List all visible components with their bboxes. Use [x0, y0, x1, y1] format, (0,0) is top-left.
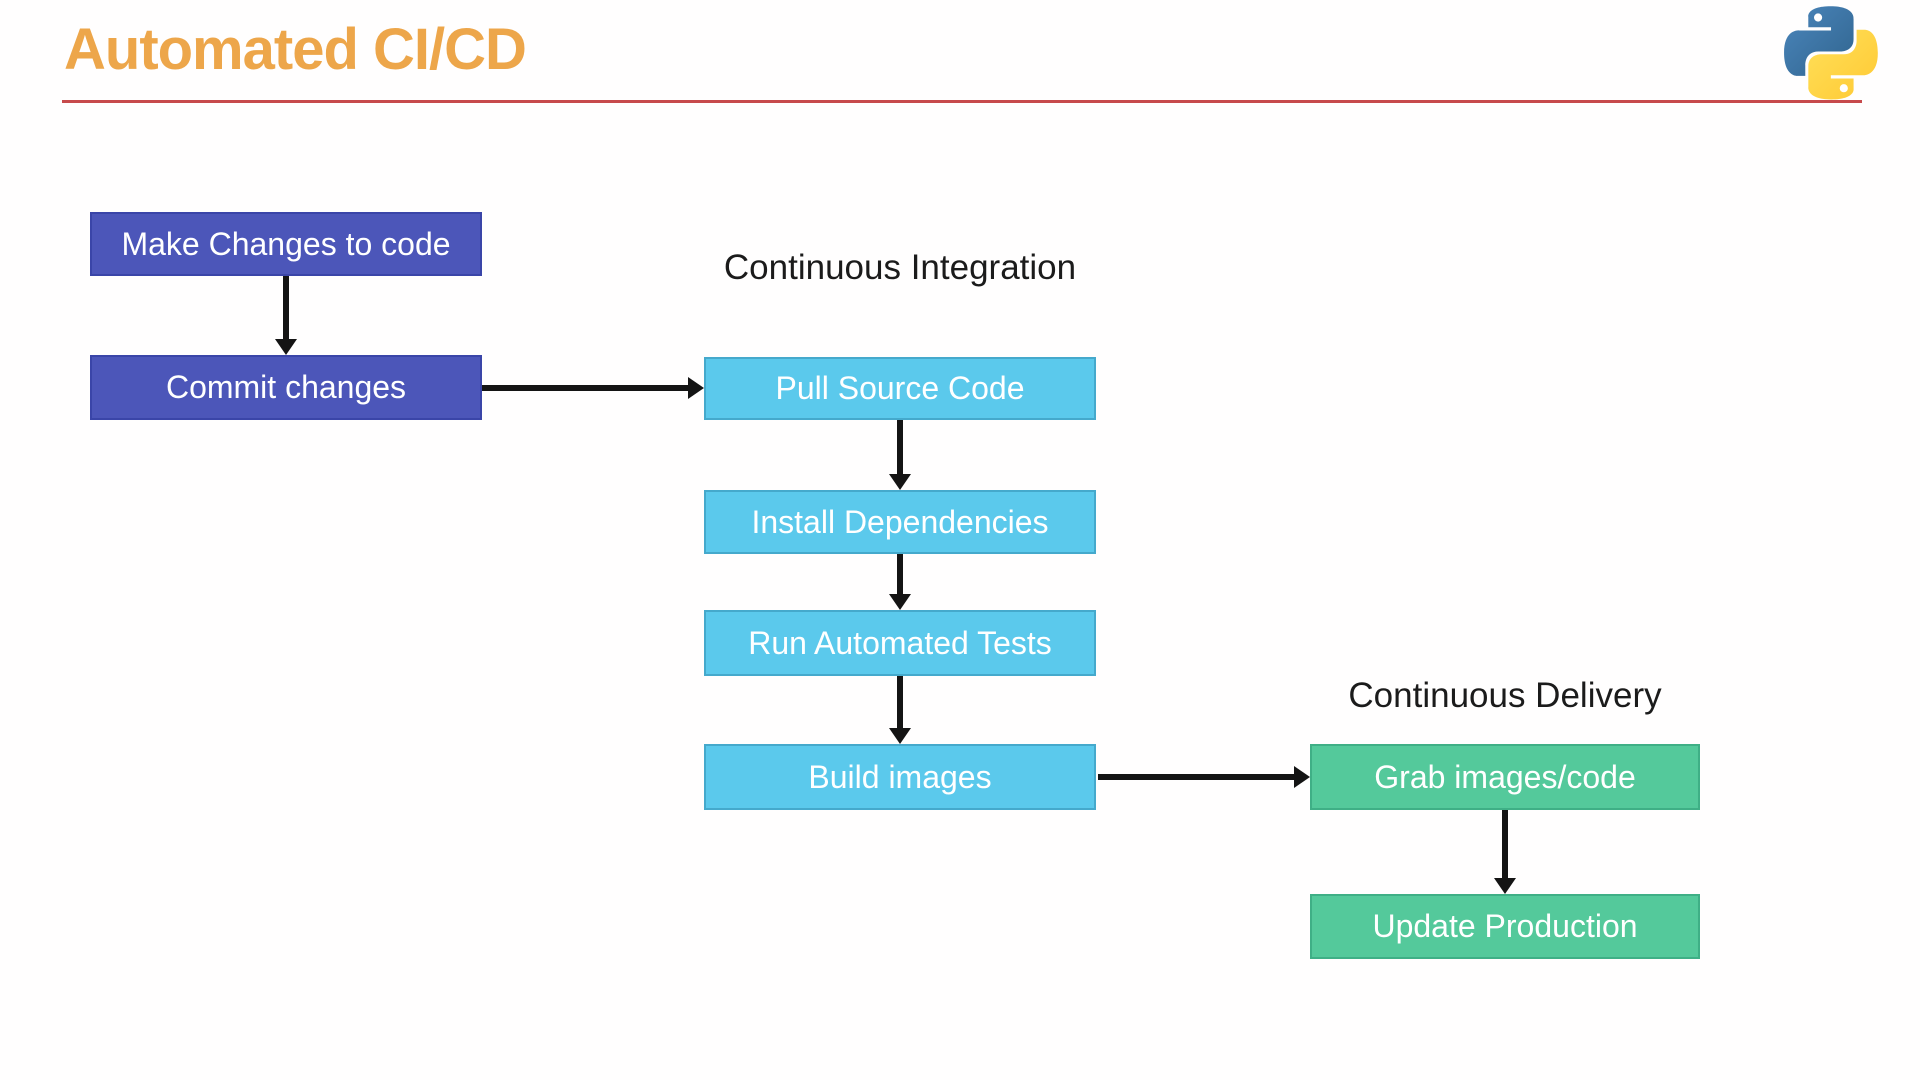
python-logo-icon	[1784, 6, 1878, 100]
cd-stage-label: Continuous Delivery	[1348, 676, 1662, 715]
flow-box-label: Install Dependencies	[751, 503, 1049, 540]
flow-box-run-automated-tests: Run Automated Tests	[704, 610, 1096, 676]
flow-box-commit-changes: Commit changes	[90, 355, 482, 420]
flow-box-label: Pull Source Code	[775, 370, 1025, 406]
arrow-down-install-to-tests	[897, 554, 903, 595]
arrow-down-make-to-commit	[283, 276, 289, 340]
page-title: Automated CI/CD	[64, 17, 527, 82]
title-divider	[62, 100, 1862, 103]
flow-box-label: Build images	[808, 758, 992, 795]
arrow-down-tests-to-build	[897, 676, 903, 729]
ci-stage-label: Continuous Integration	[723, 248, 1077, 287]
flow-box-pull-source-code: Pull Source Code	[704, 357, 1096, 420]
flow-box-label: Update Production	[1372, 908, 1638, 944]
flow-box-label: Run Automated Tests	[748, 624, 1052, 661]
flow-box-install-dependencies: Install Dependencies	[704, 490, 1096, 554]
flow-box-label: Make Changes to code	[121, 225, 451, 262]
arrow-right-build-to-grab	[1098, 774, 1295, 780]
flow-box-update-production: Update Production	[1310, 894, 1700, 959]
arrow-down-pull-to-install	[897, 420, 903, 475]
flow-box-build-images: Build images	[704, 744, 1096, 810]
flow-box-label: Grab images/code	[1374, 758, 1636, 795]
flow-box-grab-images-code: Grab images/code	[1310, 744, 1700, 810]
flow-box-label: Commit changes	[165, 369, 407, 405]
flow-box-make-changes: Make Changes to code	[90, 212, 482, 276]
arrow-right-commit-to-pull	[482, 385, 689, 391]
arrow-down-grab-to-update	[1502, 810, 1508, 879]
